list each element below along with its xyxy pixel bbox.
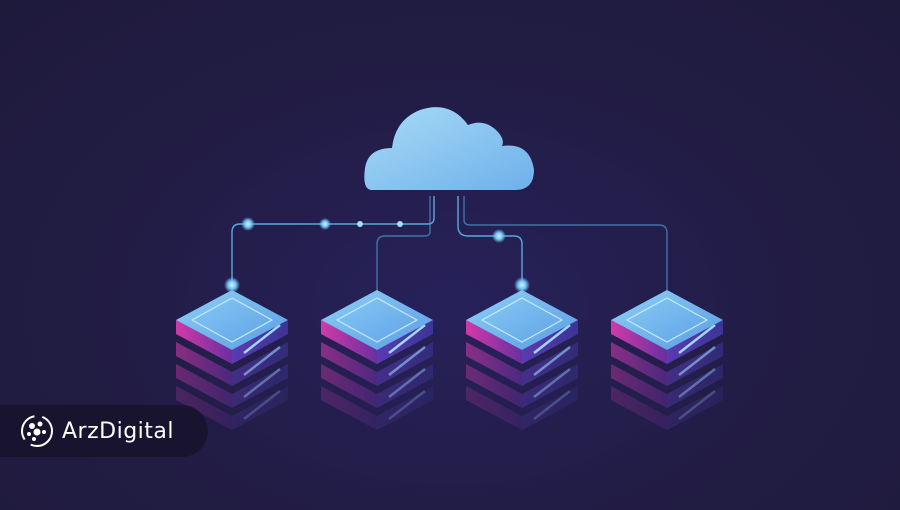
server-led-strip [678,368,716,398]
server-layer-left [176,364,232,408]
server-layer-right [232,364,288,408]
server-layer-left [176,342,232,386]
server-layer-left [466,386,522,430]
server-3 [466,290,578,430]
server-led-strip [388,368,426,398]
server-led-strip [678,346,716,376]
server-layer-right [522,364,578,408]
server-top [176,290,288,350]
server-led-strip [243,346,281,376]
server-top [611,290,723,350]
server-2 [321,290,433,430]
server-led-strip [678,324,716,354]
server-led-strip [388,346,426,376]
connection-lines [231,196,668,292]
server-top [466,290,578,350]
server-layer-right [667,386,723,430]
server-layer-right [522,386,578,430]
server-layer-left [321,342,377,386]
server-led-strip [678,390,716,420]
brand-logo: ArzDigital [0,405,208,457]
server-led-strip [388,390,426,420]
server-layer-left [466,342,522,386]
server-led-strip [533,324,571,354]
server-layer-left [611,386,667,430]
server-top-panel [626,297,708,343]
server-led-strip [533,346,571,376]
server-top [321,290,433,350]
server-led-strip [243,324,281,354]
server-led-strip [388,324,426,354]
server-layer-left [321,364,377,408]
server-layer-right [232,386,288,430]
cloud-icon [364,107,534,190]
server-layer-left [611,364,667,408]
server-layer-left [466,320,522,364]
logo-text: ArzDigital [62,418,174,444]
server-top-panel [336,297,418,343]
server-layer-left [321,386,377,430]
server-led-strip [243,390,281,420]
server-layer-left [176,386,232,430]
server-layer-left [611,320,667,364]
glow-nodes [224,217,530,293]
server-1 [176,290,288,430]
server-layer-right [377,386,433,430]
server-layer-left [321,320,377,364]
server-led-strip [533,390,571,420]
server-layer-left [176,320,232,364]
server-top-panel [191,297,273,343]
server-4 [611,290,723,430]
server-led-strip [533,368,571,398]
logo-mark-icon [21,415,53,447]
server-layer-right [377,364,433,408]
server-layer-right [667,364,723,408]
server-layer-left [611,342,667,386]
server-led-strip [243,368,281,398]
server-layer-left [466,364,522,408]
server-top-panel [481,297,563,343]
